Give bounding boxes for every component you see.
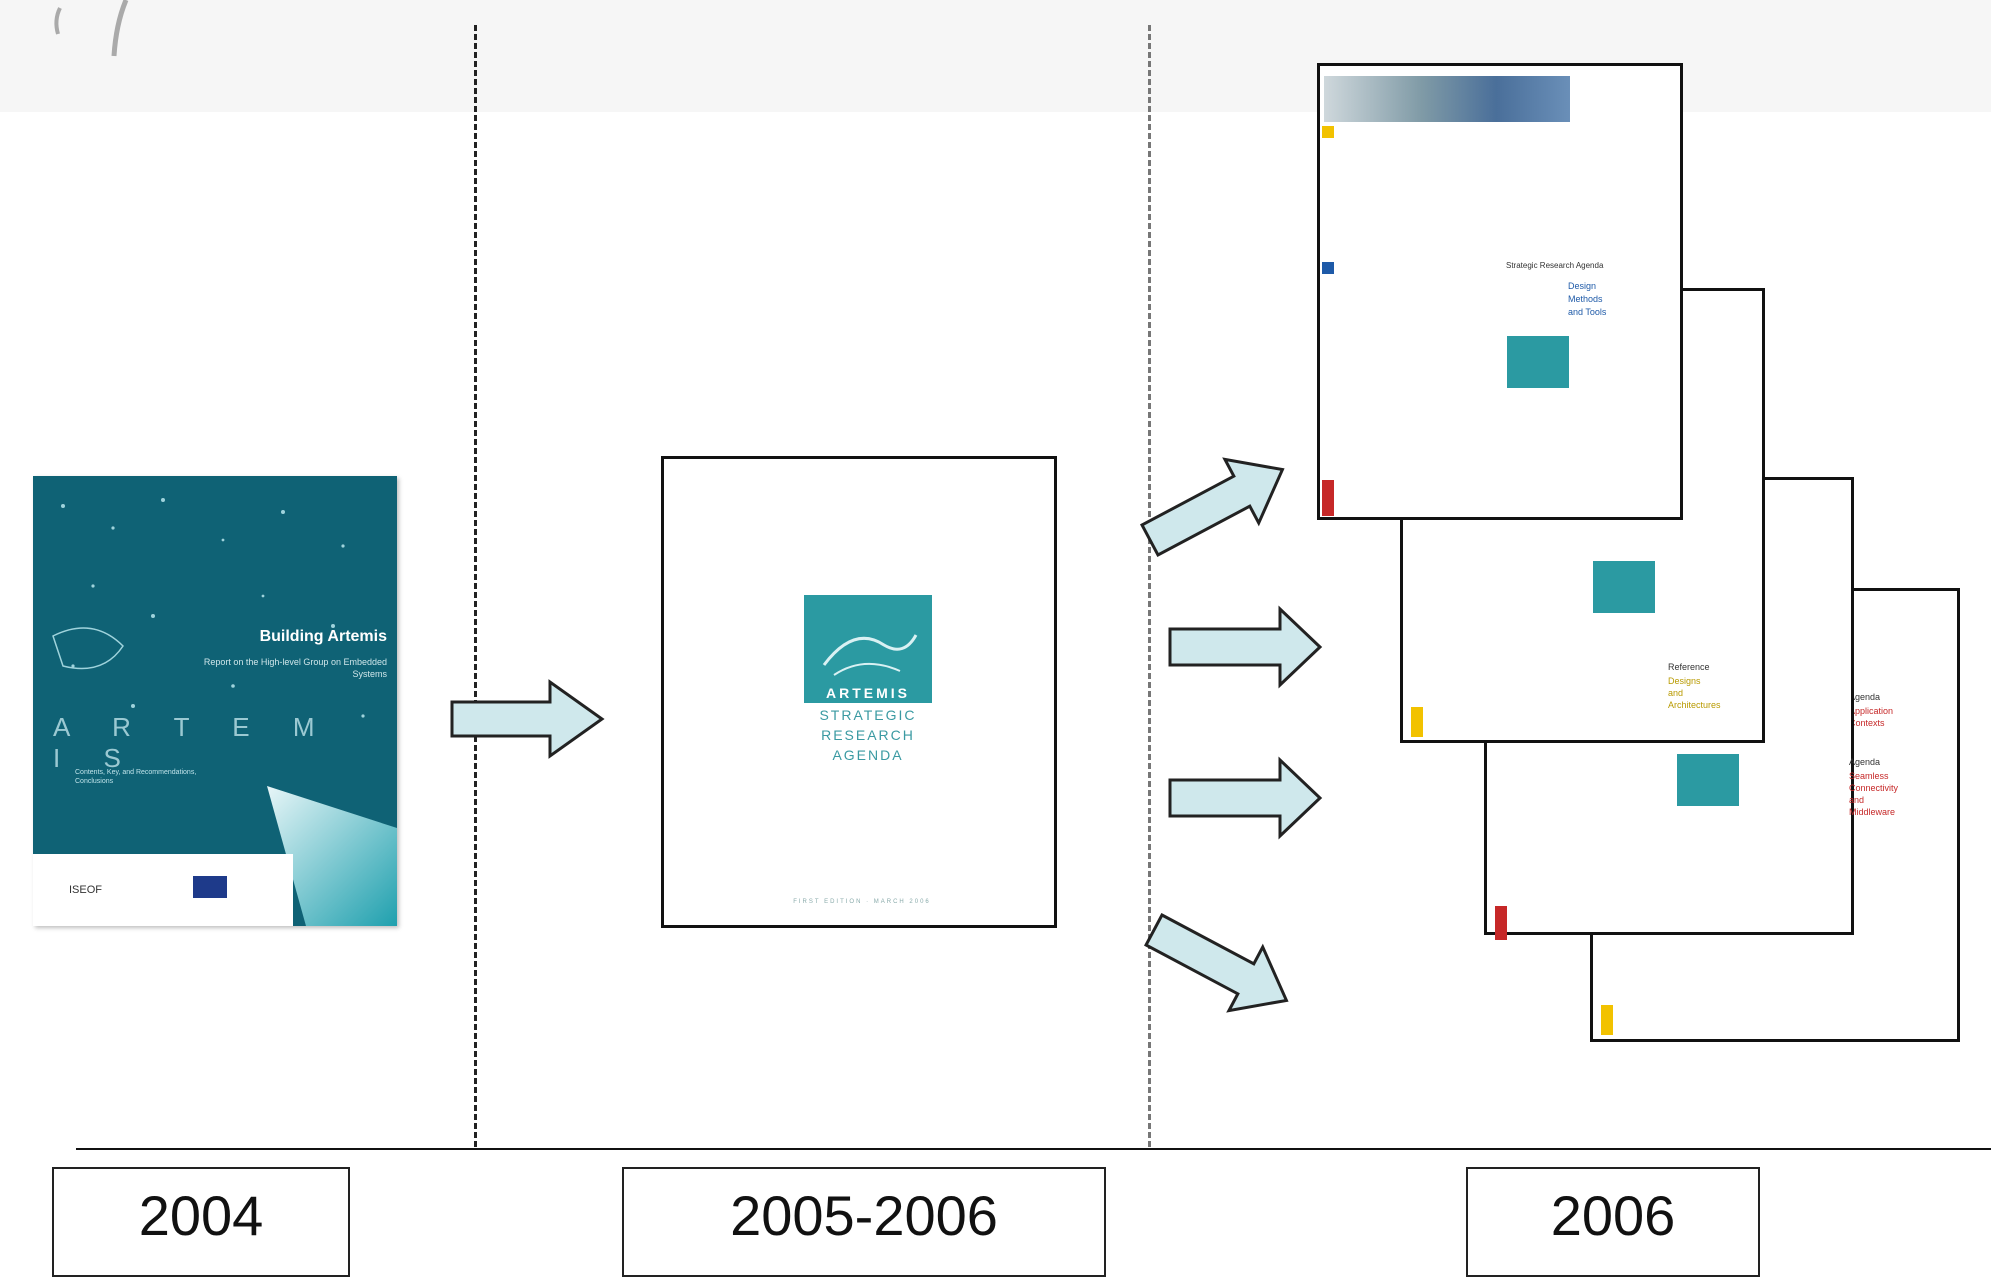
building-artemis-cover: Building Artemis Report on the High-leve… <box>33 476 397 926</box>
scribble-mark <box>54 0 129 57</box>
page-tab-red <box>1322 480 1334 516</box>
sra-footer: FIRST EDITION · MARCH 2006 <box>793 899 931 905</box>
year-label-2006: 2006 <box>1466 1167 1760 1277</box>
p1-heading: Strategic Research Agenda <box>1506 261 1604 270</box>
star-pattern <box>52 498 365 718</box>
arrow-right-2 <box>1168 605 1323 689</box>
p1-line-3: and Tools <box>1568 307 1607 317</box>
artemis-logo <box>804 595 932 703</box>
p4-line-1: Application <box>1849 706 1894 716</box>
p2-line-2: and <box>1668 688 1684 698</box>
header-photo <box>1324 76 1570 122</box>
agenda-page-1: Strategic Research Agenda Design Methods… <box>1317 63 1683 520</box>
page-tab-yellow <box>1601 1005 1613 1035</box>
p3-line-4: Middleware <box>1849 807 1896 817</box>
p3-line-2: Connectivity <box>1849 783 1899 793</box>
arrow-downright <box>1144 912 1289 1013</box>
arrow-right-3 <box>1168 756 1323 840</box>
arrow-right-1 <box>450 679 605 759</box>
strategic-research-agenda-cover: ARTEMIS STRATEGIC RESEARCH AGENDA FIRST … <box>661 456 1057 928</box>
page-tab-yellow-small <box>1322 126 1334 138</box>
p4-heading: Agenda <box>1849 692 1881 702</box>
sra-line-2: RESEARCH <box>821 727 915 743</box>
cover-contents: Contents, Key, and Recommendations, Conc… <box>75 769 197 785</box>
arrow-upright <box>1140 457 1285 558</box>
p2-line-1: Designs <box>1668 676 1701 686</box>
p2-line-3: Architectures <box>1668 700 1721 710</box>
p3-line-1: Seamless <box>1849 771 1889 781</box>
sra-line-3: AGENDA <box>832 747 904 763</box>
eu-flag-icon <box>193 876 227 898</box>
page-tab-red <box>1495 906 1507 940</box>
artemis-mini-logo <box>1593 561 1655 613</box>
cover-big-letters: A R T E M I S <box>53 712 333 773</box>
year-label-2004: 2004 <box>52 1167 350 1277</box>
p1-line-2: Methods <box>1568 294 1603 304</box>
page-tab-yellow <box>1411 707 1423 737</box>
timeline-axis <box>76 1148 1991 1150</box>
sra-line-1: STRATEGIC <box>819 707 917 723</box>
p1-line-1: Design <box>1568 281 1597 291</box>
phase-divider-1 <box>474 25 477 1147</box>
publisher-logo: ISEOF <box>69 884 103 896</box>
cover-title: Building Artemis <box>259 628 387 645</box>
p3-line-3: and <box>1849 795 1865 805</box>
artemis-swirl-icon <box>822 634 918 676</box>
artemis-mini-logo <box>1677 754 1739 806</box>
p4-line-2: Contexts <box>1849 718 1885 728</box>
page-tab-blue <box>1322 262 1334 274</box>
sra-brand: ARTEMIS <box>826 685 910 701</box>
p3-heading: Agenda <box>1849 757 1881 767</box>
phase-divider-2 <box>1148 25 1151 1147</box>
p2-heading: Reference <box>1668 662 1710 672</box>
year-label-2005-2006: 2005-2006 <box>622 1167 1106 1277</box>
header-band <box>0 0 1991 112</box>
artemis-mini-logo <box>1507 336 1569 388</box>
cover-subtitle: Report on the High-level Group on Embedd… <box>203 657 387 679</box>
cover-footer-strip <box>33 854 293 926</box>
